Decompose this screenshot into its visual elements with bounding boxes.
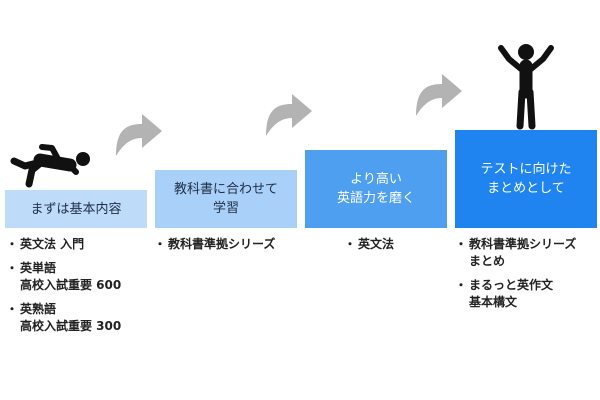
- list-item-text: 英単語: [20, 261, 57, 275]
- list-item-text: 英文法 入門: [20, 237, 85, 251]
- step-3-materials: 英文法: [344, 236, 446, 260]
- list-item-text: 教科書準拠シリーズ: [469, 237, 577, 251]
- list-item-text: 教科書準拠シリーズ: [168, 237, 276, 251]
- list-item-text: 英熟語: [20, 302, 57, 316]
- list-item: 英単語 高校入試重要 600: [6, 260, 148, 294]
- step-box-1: まずは基本内容: [5, 190, 147, 228]
- list-item-subtext: 高校入試重要 300: [20, 319, 122, 333]
- list-item: 教科書準拠シリーズ まとめ: [455, 236, 599, 270]
- step-1-title: まずは基本内容: [30, 201, 122, 217]
- step-4-materials: 教科書準拠シリーズ まとめ まるっと英作文 基本構文: [455, 236, 599, 318]
- curved-arrow-icon: [116, 114, 162, 156]
- list-item-subtext: 基本構文: [469, 295, 518, 309]
- list-item-subtext: まとめ: [469, 254, 506, 268]
- step-3-title-line-1: より高い: [350, 172, 402, 187]
- step-2-title-line-2: 学習: [212, 201, 239, 216]
- list-item: 英熟語 高校入試重要 300: [6, 301, 148, 335]
- step-4-title-line-2: まとめとして: [487, 181, 565, 196]
- step-2-materials: 教科書準拠シリーズ: [154, 236, 298, 260]
- step-3-title-line-2: 英語力を磨く: [336, 191, 415, 206]
- victory-person-icon: [498, 44, 554, 130]
- running-person-icon: [10, 144, 90, 188]
- step-box-2: 教科書に合わせて 学習: [155, 170, 297, 228]
- step-box-4: テストに向けた まとめとして: [455, 130, 597, 228]
- list-item: 英文法 入門: [6, 236, 148, 253]
- step-1-materials: 英文法 入門 英単語 高校入試重要 600 英熟語 高校入試重要 300: [6, 236, 148, 342]
- list-item: まるっと英作文 基本構文: [455, 277, 599, 311]
- list-item-text: まるっと英作文: [469, 278, 554, 292]
- step-4-title-line-1: テストに向けた: [480, 162, 572, 177]
- curved-arrow-icon: [266, 94, 312, 136]
- curved-arrow-icon: [416, 74, 462, 116]
- list-item-subtext: 高校入試重要 600: [20, 278, 122, 292]
- list-item-text: 英文法: [358, 237, 395, 251]
- step-box-3: より高い 英語力を磨く: [305, 150, 447, 228]
- list-item: 教科書準拠シリーズ: [154, 236, 298, 253]
- step-2-title-line-1: 教科書に合わせて: [173, 182, 278, 197]
- list-item: 英文法: [344, 236, 446, 253]
